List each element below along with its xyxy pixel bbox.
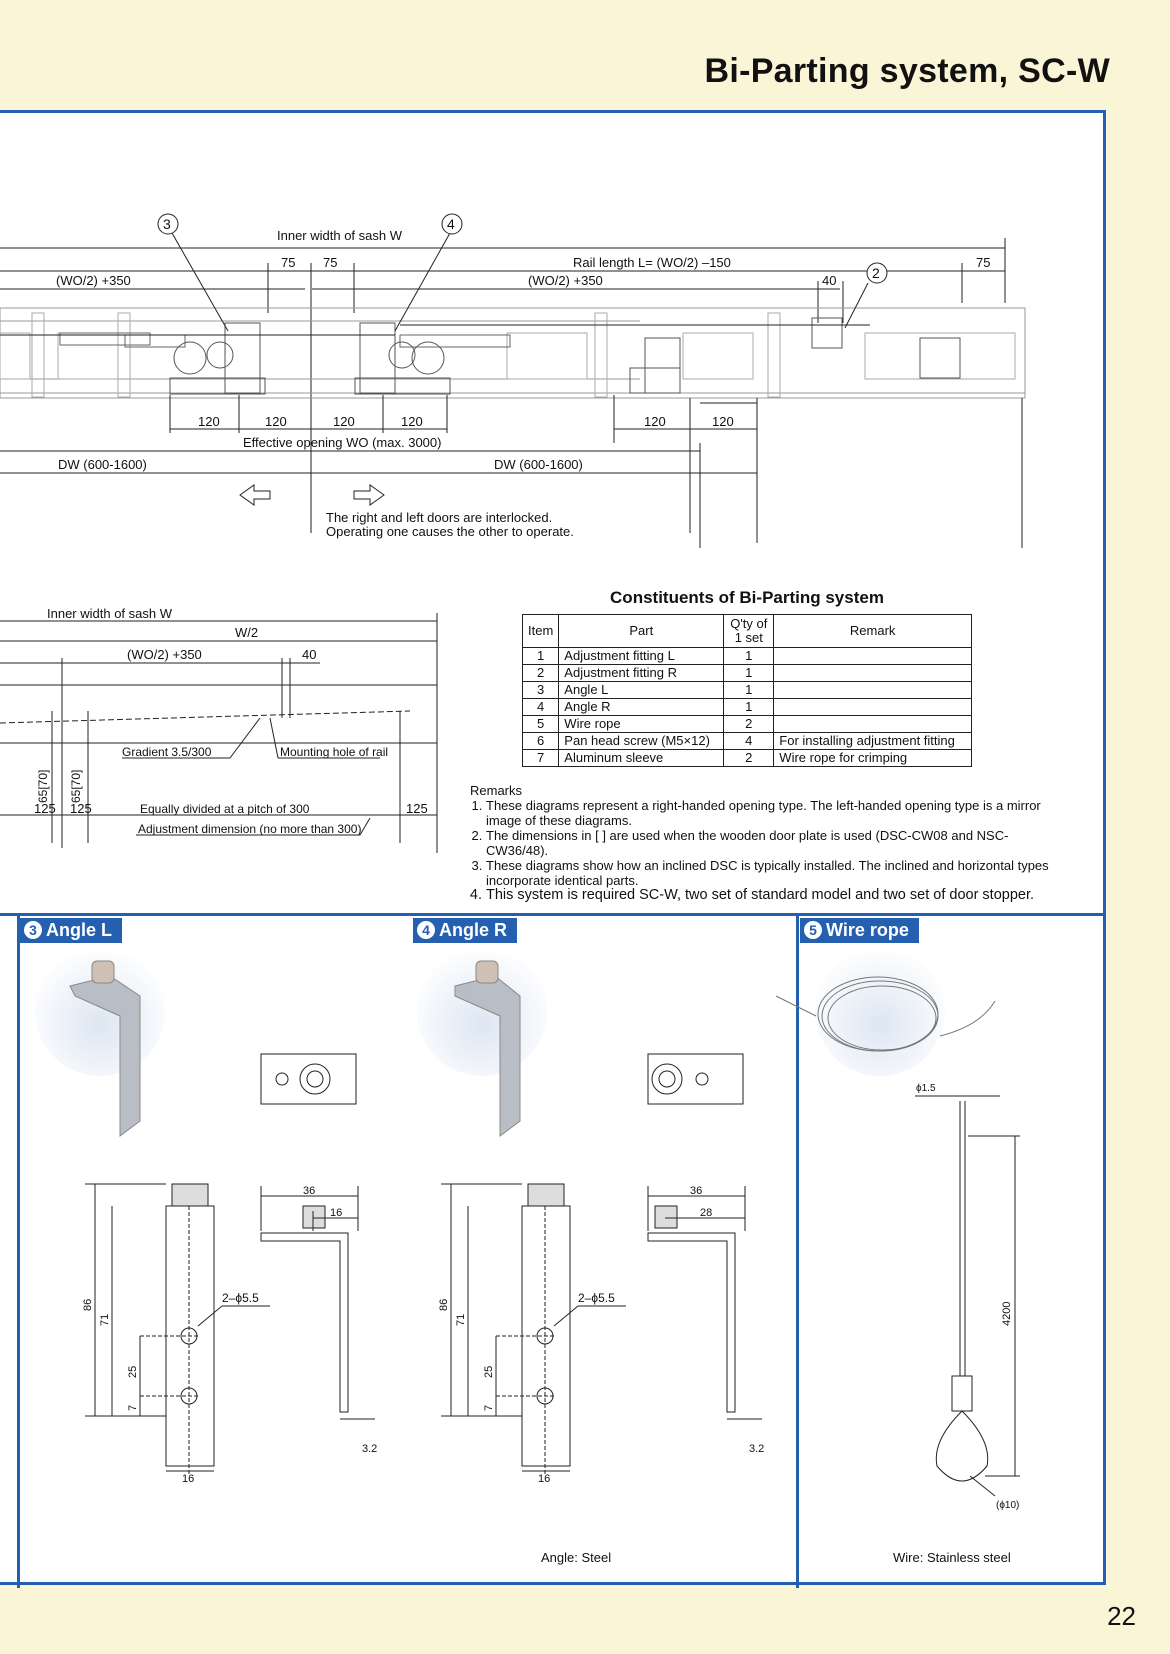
col-item: Item xyxy=(521,614,560,648)
equally-divided-label: Equally divided at a pitch of 300 xyxy=(140,802,310,816)
remarks-title: Remarks xyxy=(470,783,523,798)
side-w2: W/2 xyxy=(235,625,258,640)
wire-rope-photo xyxy=(815,946,945,1076)
angle-r-dim-32: 3.2 xyxy=(749,1443,764,1455)
dim-120-1: 120 xyxy=(198,414,220,429)
angle-l-dim-86: 86 xyxy=(82,1299,94,1311)
page-title: Bi-Parting system, SC-W xyxy=(704,52,1110,90)
angle-r-dim-7: 7 xyxy=(483,1405,495,1411)
dim-120-4: 120 xyxy=(401,414,423,429)
angle-material-caption: Angle: Steel xyxy=(541,1550,612,1565)
section-divider xyxy=(0,913,1106,916)
col-remark: Remark xyxy=(773,614,972,648)
thumbscrew-icon xyxy=(91,960,115,984)
remark-item: These diagrams represent a right-handed … xyxy=(486,798,1070,828)
adjustment-dim-label: Adjustment dimension (no more than 300) xyxy=(138,822,361,836)
constituents-title: Constituents of Bi-Parting system xyxy=(610,588,884,607)
interlock-note-1: The right and left doors are interlocked… xyxy=(326,510,552,525)
content-frame: 3 4 2 Inner width of sash W 75 75 75 Rai… xyxy=(0,110,1106,1588)
angle-r-dim-86: 86 xyxy=(438,1299,450,1311)
side-dim-40: 40 xyxy=(302,647,316,662)
dim-125-a: 125 xyxy=(34,801,56,816)
section-divider-right xyxy=(796,916,799,1588)
dim-65-70-a: 65[70] xyxy=(36,770,50,803)
dim-75-b: 75 xyxy=(323,255,337,270)
effective-opening-label: Effective opening WO (max. 3000) xyxy=(243,435,441,450)
angle-r-dim-b16: 16 xyxy=(538,1473,550,1485)
top-elevation-diagram: 3 4 2 Inner width of sash W 75 75 75 Rai… xyxy=(0,213,1026,853)
section-divider-left xyxy=(17,916,20,1588)
dim-120-6: 120 xyxy=(712,414,734,429)
inner-width-label: Inner width of sash W xyxy=(277,228,403,243)
callout-3: 3 xyxy=(163,216,171,232)
dim-120-5: 120 xyxy=(644,414,666,429)
dw-right: DW (600-1600) xyxy=(494,457,583,472)
angle-l-dim-b16: 16 xyxy=(182,1473,194,1485)
col-part: Part xyxy=(558,614,725,648)
dim-120-2: 120 xyxy=(265,414,287,429)
dim-125-c: 125 xyxy=(406,801,428,816)
angle-l-dim-16: 16 xyxy=(330,1207,342,1219)
wire-dim-d15: ϕ1.5 xyxy=(916,1083,936,1094)
rail-length-label: Rail length L= (WO/2) –150 xyxy=(573,255,731,270)
parts-drawings: 36 16 86 71 25 7 2–ϕ5.5 16 3.2 36 28 86 … xyxy=(35,946,1020,1511)
side-wo2-350: (WO/2) +350 xyxy=(127,647,202,662)
remark-item: This system is required SC-W, two set of… xyxy=(486,888,1070,903)
dim-75-c: 75 xyxy=(976,255,990,270)
remarks-block: Remarks These diagrams represent a right… xyxy=(470,783,1070,903)
angle-l-dim-7: 7 xyxy=(127,1405,139,1411)
wire-dim-4200: 4200 xyxy=(1001,1302,1013,1326)
dim-75-a: 75 xyxy=(281,255,295,270)
angle-l-dim-32: 3.2 xyxy=(362,1443,377,1455)
gradient-label: Gradient 3.5/300 xyxy=(122,745,212,759)
dim-125-b: 125 xyxy=(70,801,92,816)
wo2-350-right: (WO/2) +350 xyxy=(528,273,603,288)
dim-40: 40 xyxy=(822,273,836,288)
callout-2: 2 xyxy=(872,265,880,281)
angle-l-dim-25: 25 xyxy=(127,1366,139,1378)
wire-material-caption: Wire: Stainless steel xyxy=(893,1550,1011,1565)
dim-120-3: 120 xyxy=(333,414,355,429)
angle-r-dim-71: 71 xyxy=(455,1314,467,1326)
dim-65-70-b: 65[70] xyxy=(69,770,83,803)
wire-dim-d10: (ϕ10) xyxy=(996,1500,1019,1511)
angle-r-dim-28: 28 xyxy=(700,1207,712,1219)
angle-l-dim-36: 36 xyxy=(303,1185,315,1197)
interlock-note-2: Operating one causes the other to operat… xyxy=(326,524,574,539)
wo2-350-left: (WO/2) +350 xyxy=(56,273,131,288)
mounting-hole-label: Mounting hole of rail xyxy=(280,745,388,759)
angle-r-dim-25: 25 xyxy=(483,1366,495,1378)
remark-item: These diagrams show how an inclined DSC … xyxy=(486,858,1070,888)
thumbscrew-icon xyxy=(475,960,499,984)
side-section-diagram xyxy=(0,613,438,853)
angle-r-dim-36: 36 xyxy=(690,1185,702,1197)
page-number: 22 xyxy=(1107,1601,1136,1631)
remark-item: The dimensions in [ ] are used when the … xyxy=(486,828,1070,858)
dw-left: DW (600-1600) xyxy=(58,457,147,472)
angle-l-holes: 2–ϕ5.5 xyxy=(222,1291,259,1305)
side-inner-width: Inner width of sash W xyxy=(47,606,173,621)
angle-r-holes: 2–ϕ5.5 xyxy=(578,1291,615,1305)
callout-4: 4 xyxy=(447,216,455,232)
angle-l-dim-71: 71 xyxy=(99,1314,111,1326)
